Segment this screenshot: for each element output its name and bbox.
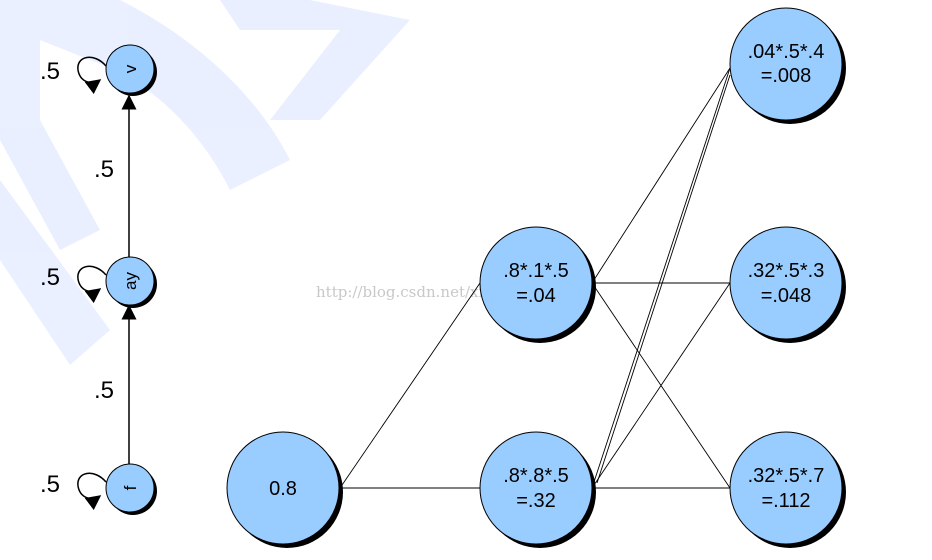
- trellis-node-c2c-line2: =.112: [761, 490, 810, 512]
- trellis-node-start: 0.8: [226, 431, 343, 548]
- trellis-node-c2b-line1: .32*.5*.3: [748, 260, 825, 282]
- trellis-node-c1b: .8*.8*.5 =.32: [479, 431, 596, 548]
- watermark-logo: [0, 0, 410, 365]
- transition-prob-f-to-ay: .5: [94, 377, 114, 404]
- state-machine: v ay f .5 .5 .5 .5 .5: [40, 44, 157, 515]
- trellis-node-c1a-line1: .8*.1*.5: [503, 260, 569, 282]
- self-loop-prob-ay: .5: [40, 264, 60, 291]
- state-label-v: v: [121, 64, 140, 73]
- state-node-f: f: [105, 463, 157, 515]
- self-loop-prob-f: .5: [40, 471, 60, 498]
- trellis-node-c2b-line2: =.048: [761, 285, 812, 307]
- self-loop-v: [77, 56, 107, 95]
- trellis-edges: [339, 67, 731, 489]
- state-label-f: f: [121, 485, 140, 490]
- edge-c1b-to-c2b: [591, 282, 731, 489]
- state-node-ay: ay: [105, 256, 157, 308]
- trellis-node-c2b: .32*.5*.3 =.048: [729, 226, 846, 343]
- trellis-node-c1b-line1: .8*.8*.5: [503, 465, 569, 487]
- trellis-node-c2a: .04*.5*.4 =.008: [729, 7, 846, 124]
- trellis-node-start-label: 0.8: [269, 478, 297, 500]
- trellis-node-c1a-line2: =.04: [516, 285, 555, 307]
- edge-c1a-to-c2a: [591, 67, 731, 284]
- edge-c1b-to-c2a-2: [596, 74, 731, 484]
- state-label-ay: ay: [121, 272, 140, 290]
- self-loop-f: [77, 472, 107, 511]
- transition-prob-ay-to-v: .5: [94, 156, 114, 183]
- trellis-node-c2a-line1: .04*.5*.4: [748, 41, 825, 63]
- edge-c1b-to-c2a: [591, 67, 731, 489]
- self-loop-prob-v: .5: [40, 58, 60, 85]
- trellis-node-c2a-line2: =.008: [761, 65, 812, 87]
- trellis-node-c2c: .32*.5*.7 =.112: [729, 431, 846, 548]
- trellis-node-c1b-line2: =.32: [516, 490, 555, 512]
- self-loop-ay: [77, 265, 107, 304]
- trellis-node-c2c-line1: .32*.5*.7: [748, 465, 825, 487]
- edge-start-to-c1a: [339, 282, 481, 489]
- trellis-node-c1a: .8*.1*.5 =.04: [479, 226, 596, 343]
- state-node-v: v: [105, 44, 157, 96]
